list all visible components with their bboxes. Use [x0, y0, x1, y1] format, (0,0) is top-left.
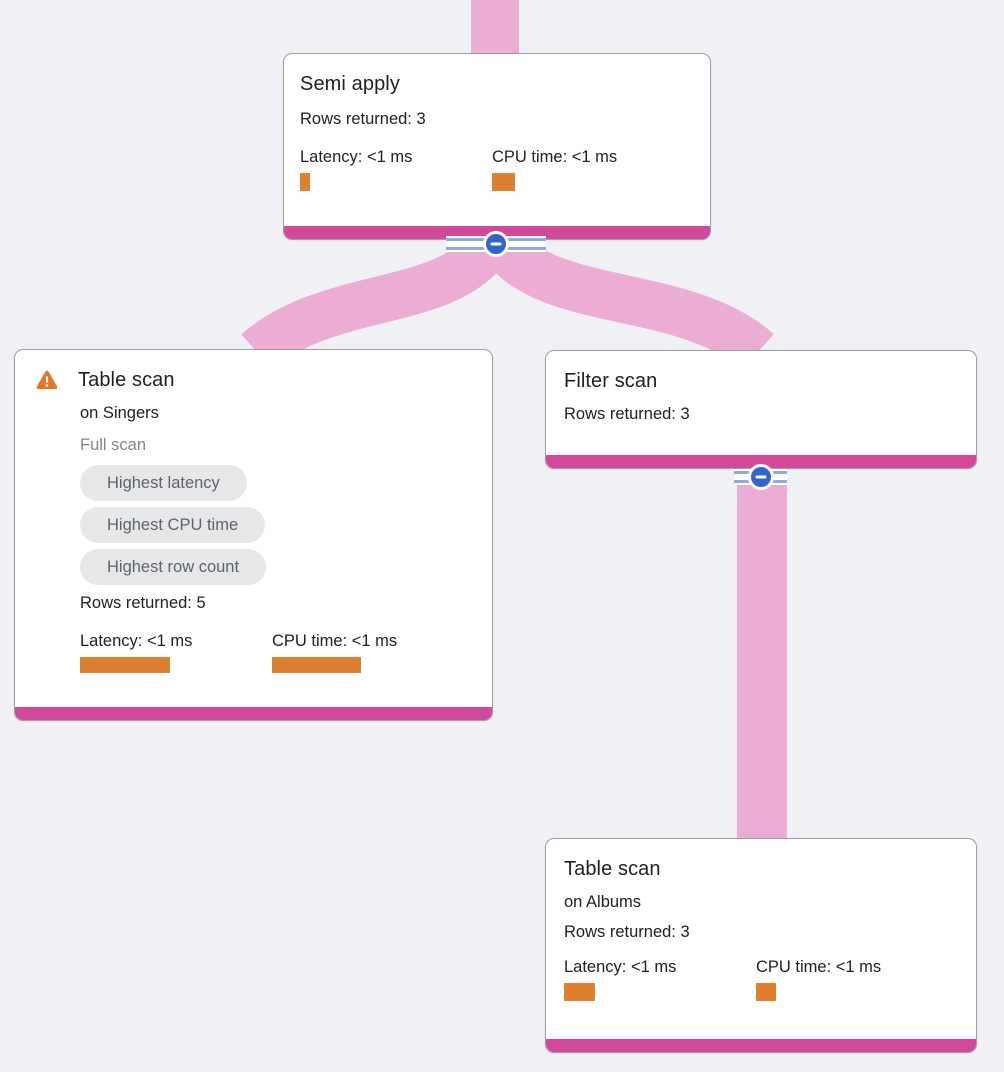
cpu-time-metric: CPU time: <1 ms — [272, 631, 464, 673]
metrics-row: Latency: <1 ms CPU time: <1 ms — [300, 147, 694, 191]
node-title: Table scan — [78, 369, 175, 391]
node-details: on Singers Full scan Highest latency Hig… — [80, 402, 476, 673]
latency-label: Latency: <1 ms — [80, 632, 193, 650]
edge-parent-to-semi-apply — [471, 0, 519, 56]
node-title: Filter scan — [564, 370, 658, 392]
scan-target: on Albums — [564, 893, 642, 911]
warning-icon — [36, 370, 58, 390]
latency-metric: Latency: <1 ms — [80, 631, 272, 673]
collapse-minus-button[interactable] — [747, 464, 774, 490]
minus-icon — [490, 242, 502, 246]
node-body: Table scan on Albums Rows returned: 3 La… — [546, 839, 976, 1001]
node-title: Table scan — [564, 858, 661, 880]
latency-label: Latency: <1 ms — [300, 148, 413, 166]
edge-filter-scan-to-table-scan-albums — [737, 468, 787, 840]
rows-returned: Rows returned: 3 — [564, 405, 690, 423]
latency-bar — [300, 173, 310, 191]
node-body: Filter scan Rows returned: 3 — [546, 351, 976, 425]
title-row: Table scan — [36, 367, 476, 393]
cpu-time-label: CPU time: <1 ms — [756, 958, 882, 976]
collapse-minus-button[interactable] — [483, 231, 509, 257]
latency-metric: Latency: <1 ms — [300, 147, 492, 191]
metrics-row: Latency: <1 ms CPU time: <1 ms — [564, 957, 960, 1001]
node-body: Table scan on Singers Full scan Highest … — [15, 350, 492, 673]
highlight-chips: Highest latency Highest CPU time Highest… — [80, 465, 476, 585]
cpu-time-bar — [756, 983, 776, 1001]
minus-icon — [755, 475, 766, 479]
rows-returned: Rows returned: 3 — [300, 110, 426, 128]
scan-target: on Singers — [80, 404, 159, 422]
cpu-time-bar — [492, 173, 515, 191]
metrics-row: Latency: <1 ms CPU time: <1 ms — [80, 631, 476, 673]
chip-highest-row-count: Highest row count — [80, 549, 267, 585]
cpu-time-label: CPU time: <1 ms — [272, 632, 398, 650]
cpu-time-bar — [272, 657, 361, 673]
node-card-semi-apply[interactable]: Semi apply Rows returned: 3 Latency: <1 … — [283, 53, 711, 240]
node-card-table-scan-albums[interactable]: Table scan on Albums Rows returned: 3 La… — [545, 838, 977, 1053]
latency-bar — [564, 983, 595, 1001]
cpu-time-metric: CPU time: <1 ms — [492, 147, 684, 191]
collapse-control-filter-scan[interactable] — [734, 464, 787, 490]
chip-highest-latency: Highest latency — [80, 465, 247, 501]
rows-returned: Rows returned: 5 — [80, 594, 206, 612]
latency-metric: Latency: <1 ms — [564, 957, 756, 1001]
cpu-time-metric: CPU time: <1 ms — [756, 957, 948, 1001]
node-accent-strip — [546, 1039, 976, 1052]
rows-returned: Rows returned: 3 — [564, 923, 690, 941]
node-accent-strip — [546, 455, 976, 468]
edge-semi-apply-to-filter-scan — [484, 230, 774, 371]
node-accent-strip — [15, 707, 492, 720]
cpu-time-label: CPU time: <1 ms — [492, 148, 618, 166]
scan-type: Full scan — [80, 436, 147, 454]
node-card-filter-scan[interactable]: Filter scan Rows returned: 3 — [545, 350, 977, 469]
node-body: Semi apply Rows returned: 3 Latency: <1 … — [284, 54, 710, 191]
node-title: Semi apply — [300, 73, 400, 95]
chip-highest-cpu-time: Highest CPU time — [80, 507, 266, 543]
edge-semi-apply-to-table-scan-singers — [241, 231, 508, 371]
latency-bar — [80, 657, 170, 673]
node-card-table-scan-singers[interactable]: Table scan on Singers Full scan Highest … — [14, 349, 493, 721]
latency-label: Latency: <1 ms — [564, 958, 677, 976]
collapse-control-semi-apply[interactable] — [446, 231, 546, 257]
